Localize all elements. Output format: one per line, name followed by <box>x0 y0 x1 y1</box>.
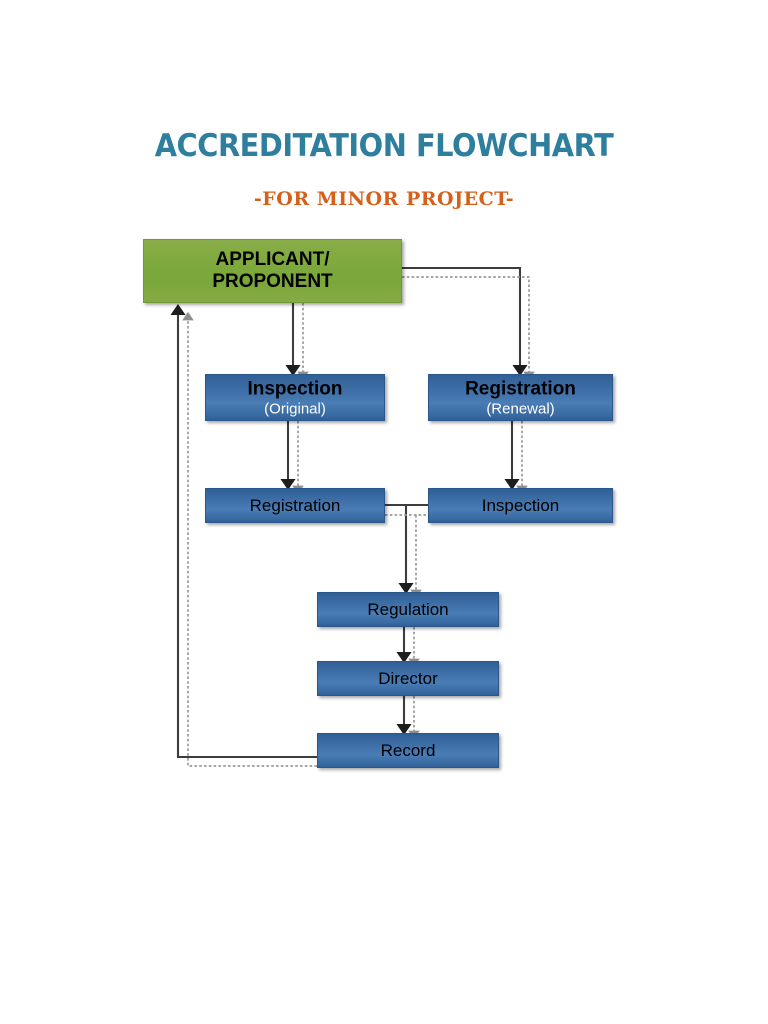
node-regulation[interactable]: Regulation <box>317 592 499 627</box>
node-director-content: Director <box>318 669 498 689</box>
edge-applicant-to-inspection-original <box>285 303 309 381</box>
node-director[interactable]: Director <box>317 661 499 696</box>
node-inspection[interactable]: Inspection <box>428 488 613 523</box>
node-registration-content: Registration <box>206 496 384 516</box>
node-record-label: Record <box>380 740 436 760</box>
node-applicant-proponent[interactable]: APPLICANT/ PROPONENT <box>143 239 402 303</box>
node-applicant-proponent-label: APPLICANT/ <box>215 248 330 270</box>
node-inspection-original-sublabel: (Original) <box>264 399 326 417</box>
node-inspection-label: Inspection <box>481 495 560 515</box>
node-registration-renewal[interactable]: Registration (Renewal) <box>428 374 613 421</box>
edge-applicant-to-registration-renewal <box>402 266 535 381</box>
node-applicant-proponent-label-line2: PROPONENT <box>212 271 333 292</box>
node-inspection-content: Inspection <box>429 496 612 516</box>
node-registration-label: Registration <box>249 495 341 515</box>
node-registration-renewal-sublabel: (Renewal) <box>486 399 555 417</box>
edge-regulation-to-director <box>396 627 420 668</box>
edge-registration-renewal-to-inspection <box>504 421 528 495</box>
node-applicant-proponent-content: APPLICANT/ PROPONENT <box>144 249 401 293</box>
page-subtitle: -FOR MINOR PROJECT- <box>253 188 515 210</box>
node-record[interactable]: Record <box>317 733 499 768</box>
node-registration-renewal-label: Registration <box>465 377 576 399</box>
node-regulation-content: Regulation <box>318 600 498 620</box>
node-registration-renewal-content: Registration (Renewal) <box>429 378 612 417</box>
edge-director-to-record <box>396 696 420 740</box>
node-record-content: Record <box>318 741 498 761</box>
edge-inspection-original-to-registration <box>280 421 304 495</box>
node-inspection-original-content: Inspection (Original) <box>206 378 384 417</box>
node-inspection-original[interactable]: Inspection (Original) <box>205 374 385 421</box>
node-inspection-original-label: Inspection <box>247 377 343 399</box>
node-registration[interactable]: Registration <box>205 488 385 523</box>
node-regulation-label: Regulation <box>367 599 449 619</box>
node-director-label: Director <box>378 668 438 688</box>
page-title: ACCREDITATION FLOWCHART <box>154 128 614 164</box>
